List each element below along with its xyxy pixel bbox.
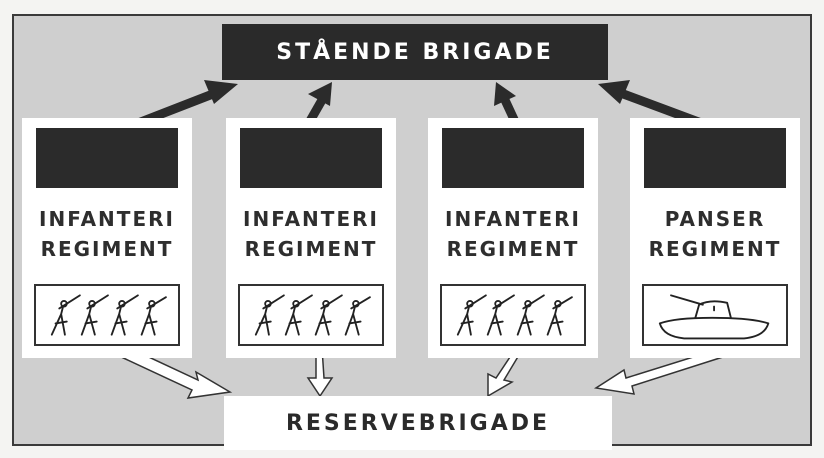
regiment-word: REGIMENT bbox=[648, 237, 782, 261]
reserve-brigade-box: RESERVEBRIGADE bbox=[224, 396, 612, 450]
tank-icon bbox=[642, 284, 788, 346]
regiment-word: REGIMENT bbox=[244, 237, 378, 261]
regiment-card-2: INFANTERI REGIMENT bbox=[226, 118, 396, 358]
arrow-down-4 bbox=[593, 347, 728, 395]
soldiers-icon bbox=[440, 284, 586, 346]
regiment-header-bar bbox=[442, 128, 584, 188]
regiment-header-bar bbox=[644, 128, 786, 188]
reserve-brigade-label: RESERVEBRIGADE bbox=[285, 410, 551, 436]
regiment-type: INFANTERI bbox=[243, 207, 379, 231]
regiment-header-bar bbox=[36, 128, 178, 188]
regiment-label: INFANTERI REGIMENT bbox=[428, 204, 598, 264]
regiment-type: INFANTERI bbox=[445, 207, 581, 231]
regiment-word: REGIMENT bbox=[446, 237, 580, 261]
soldiers-icon bbox=[238, 284, 384, 346]
standing-brigade-box: STÅENDE BRIGADE bbox=[222, 24, 608, 80]
regiment-label: PANSER REGIMENT bbox=[630, 204, 800, 264]
regiment-card-4: PANSER REGIMENT bbox=[630, 118, 800, 358]
regiment-type: INFANTERI bbox=[39, 207, 175, 231]
standing-brigade-label: STÅENDE BRIGADE bbox=[276, 39, 554, 65]
regiment-label: INFANTERI REGIMENT bbox=[226, 204, 396, 264]
regiment-card-3: INFANTERI REGIMENT bbox=[428, 118, 598, 358]
soldiers-icon bbox=[34, 284, 180, 346]
regiment-word: REGIMENT bbox=[40, 237, 174, 261]
regiment-card-1: INFANTERI REGIMENT bbox=[22, 118, 192, 358]
regiment-header-bar bbox=[240, 128, 382, 188]
regiment-label: INFANTERI REGIMENT bbox=[22, 204, 192, 264]
regiment-type: PANSER bbox=[664, 207, 766, 231]
